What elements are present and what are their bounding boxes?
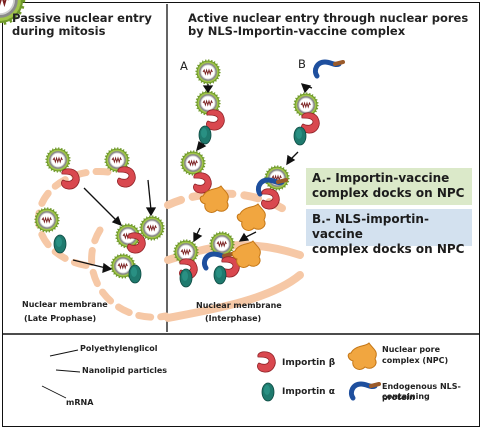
legend-npc-icon <box>347 342 377 370</box>
path-a-label: A <box>180 59 188 73</box>
right-title-line1: Active nuclear entry through nuclear por… <box>188 11 469 25</box>
left-membrane-phase: (Late Prophase) <box>24 314 97 323</box>
path-a-vaccine-top <box>195 59 221 85</box>
legend-peg: Polyethylenglicol <box>80 344 158 353</box>
legend-nls-icon <box>351 384 379 398</box>
legend-pointers <box>41 349 81 399</box>
path-a-complex-3 <box>173 239 199 288</box>
callout-a: A.- Importin-vaccine complex docks on NP… <box>306 168 472 205</box>
legend-mrna: mRNA <box>66 398 94 407</box>
left-arrows <box>72 179 157 273</box>
right-membrane-phase: (Interphase) <box>205 314 262 323</box>
callout-b-line1: B.- NLS-importin-vaccine <box>312 212 429 241</box>
callout-b: B.- NLS-importin-vaccine complex docks o… <box>306 209 472 256</box>
legend-npc-line1: Nuclear pore <box>382 345 441 354</box>
left-complex-1 <box>45 147 80 190</box>
left-complex-6 <box>110 253 142 284</box>
legend-beta-icon <box>257 351 276 373</box>
path-b-label: B <box>298 57 306 71</box>
legend-importin-alpha: Importin α <box>282 387 335 397</box>
path-b-complex-1 <box>293 92 320 146</box>
right-title-line2: by NLS-Importin-vaccine complex <box>188 24 406 38</box>
left-title-line1: Passive nuclear entry <box>12 11 152 25</box>
legend-alpha-icon <box>261 382 275 402</box>
path-a-arrows <box>193 84 214 243</box>
legend-nls-line2: protein <box>382 393 415 402</box>
callout-b-line2: complex docks on NPC <box>312 242 465 256</box>
left-title-line2: during mitosis <box>12 24 106 38</box>
path-b-nls <box>315 62 343 76</box>
right-membrane-label: Nuclear membrane <box>196 301 282 310</box>
path-a-complex-2 <box>180 150 229 213</box>
callout-a-line1: A.- Importin-vaccine <box>312 171 450 185</box>
path-b-complex-3 <box>204 231 261 285</box>
left-membrane-label: Nuclear membrane <box>22 300 108 309</box>
path-a-complex-1 <box>195 90 225 145</box>
legend-nanolipid: Nanolipid particles <box>82 366 168 375</box>
left-complex-5 <box>139 215 165 241</box>
path-b-arrows <box>238 83 313 242</box>
callout-a-line2: complex docks on NPC <box>312 186 465 200</box>
legend-nls-line1: Endogenous NLS-containing <box>382 382 461 401</box>
legend-npc-line2: complex (NPC) <box>382 356 449 365</box>
legend-importin-beta: Importin β <box>282 358 336 368</box>
figure-frame <box>2 2 480 427</box>
left-complex-2 <box>104 147 136 188</box>
